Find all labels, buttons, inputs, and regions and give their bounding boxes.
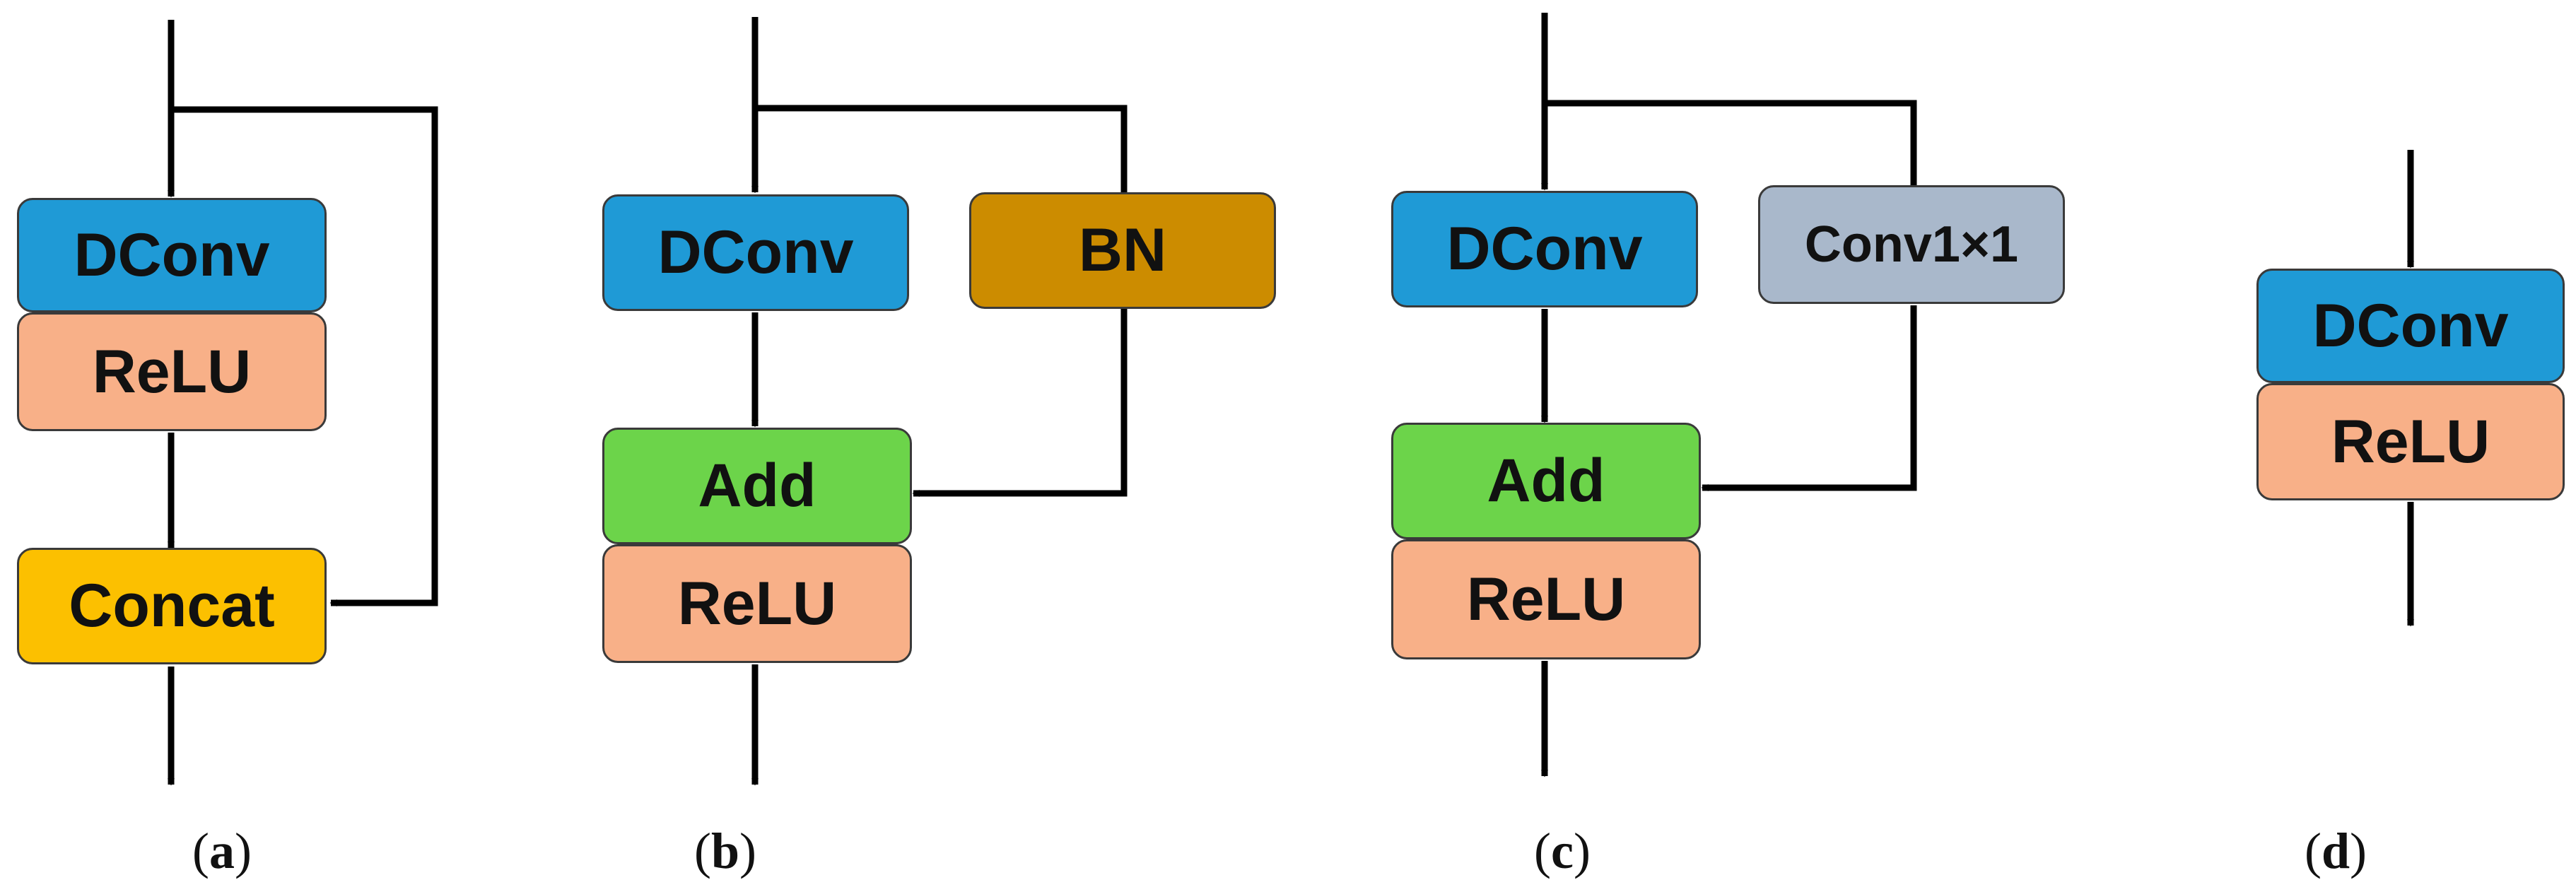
c-branch-to-conv bbox=[1545, 100, 1917, 185]
a-dconv-block: DConv bbox=[17, 198, 327, 312]
a-relu-block: ReLU bbox=[17, 312, 327, 431]
caption-b-close: ) bbox=[739, 823, 757, 879]
c-conv-to-add-arrow bbox=[1701, 305, 1917, 491]
caption-b-open: ( bbox=[694, 823, 711, 879]
caption-c-letter: c bbox=[1550, 823, 1574, 879]
c-relu-block: ReLU bbox=[1391, 539, 1701, 659]
caption-a: (a) bbox=[192, 822, 252, 881]
caption-b-letter: b bbox=[710, 823, 740, 879]
caption-a-open: ( bbox=[192, 823, 209, 879]
b-bn-block: BN bbox=[969, 192, 1276, 309]
b-add-block: Add bbox=[602, 428, 912, 544]
caption-b: (b) bbox=[694, 822, 756, 881]
d-relu-block: ReLU bbox=[2256, 383, 2565, 500]
a-skip-connection bbox=[171, 106, 438, 606]
caption-a-close: ) bbox=[234, 823, 252, 879]
b-relu-block: ReLU bbox=[602, 544, 912, 663]
c-conv1x1-block: Conv1×1 bbox=[1758, 185, 2065, 304]
b-dconv-block: DConv bbox=[602, 194, 909, 311]
caption-d-open: ( bbox=[2305, 823, 2322, 879]
c-add-block: Add bbox=[1391, 423, 1701, 539]
caption-d-close: ) bbox=[2350, 823, 2367, 879]
caption-c-open: ( bbox=[1534, 823, 1551, 879]
caption-d: (d) bbox=[2305, 822, 2367, 881]
b-bn-to-add-arrow bbox=[912, 309, 1128, 497]
a-concat-block: Concat bbox=[17, 548, 327, 664]
caption-c: (c) bbox=[1534, 822, 1591, 881]
caption-d-letter: d bbox=[2321, 823, 2350, 879]
d-dconv-block: DConv bbox=[2256, 269, 2565, 383]
b-branch-to-bn bbox=[755, 105, 1128, 192]
c-dconv-block: DConv bbox=[1391, 191, 1698, 307]
caption-a-letter: a bbox=[209, 823, 235, 879]
caption-c-close: ) bbox=[1573, 823, 1591, 879]
